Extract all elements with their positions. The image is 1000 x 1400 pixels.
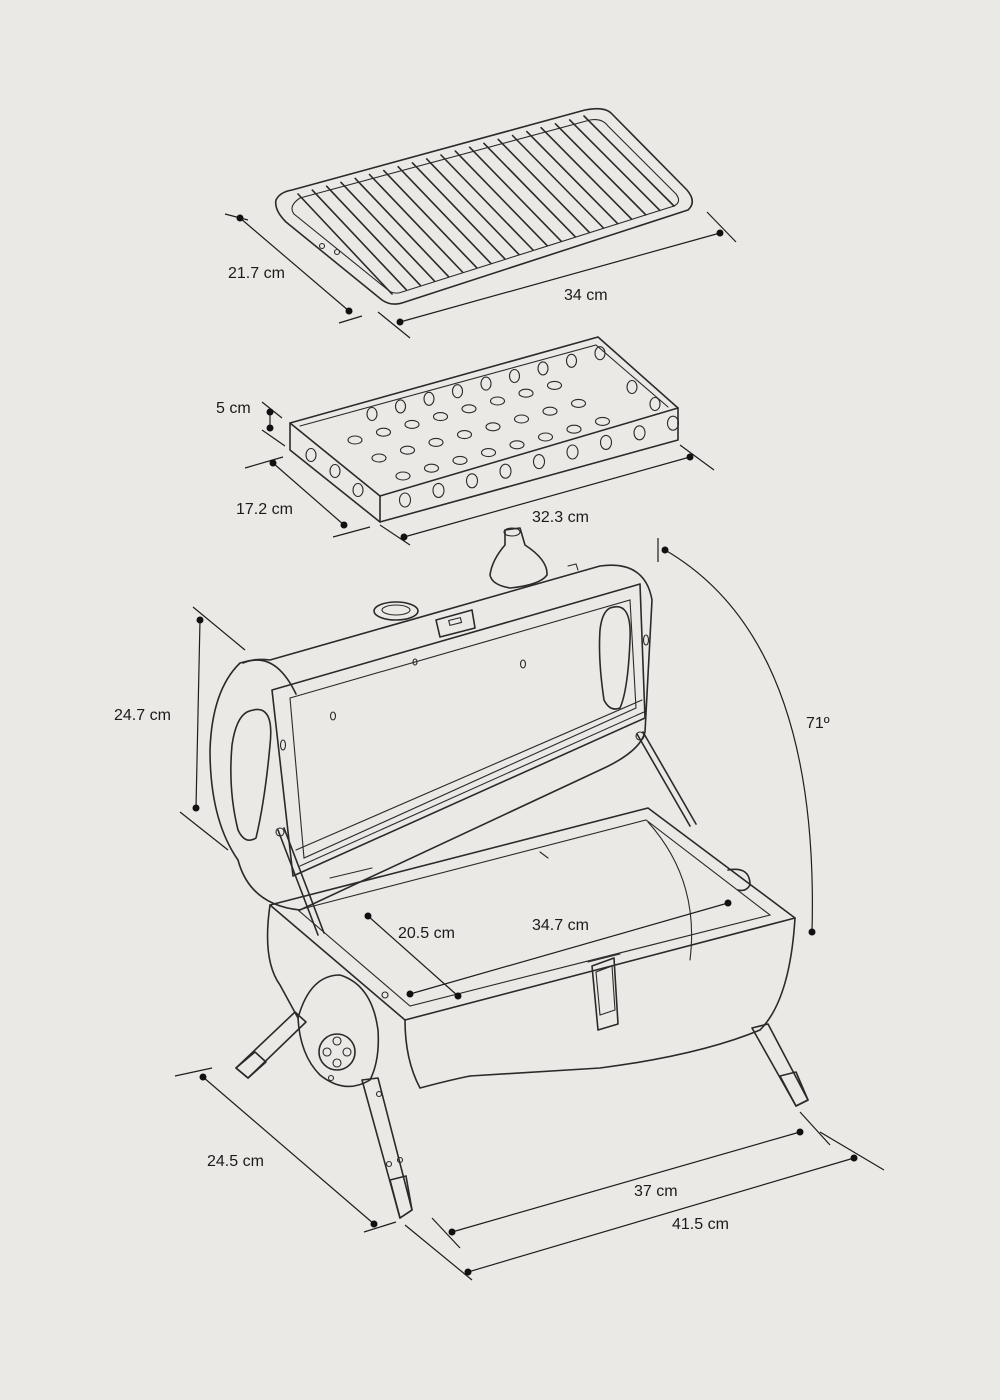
tray-hole [649,396,661,412]
tray-hole [423,463,440,473]
grate-bar [497,138,591,234]
tray-hole [375,427,392,437]
tray-hole [461,404,477,414]
tray-hole [626,379,638,395]
leg-depth-label: 24.5 cm [207,1153,264,1170]
tray-hole [508,368,521,384]
tray-hole [394,399,407,414]
tray-hole [633,425,646,441]
tray-hole [352,482,364,498]
tray-hole [480,376,492,391]
grate-bar [340,181,436,282]
barrel-grill-illustration [209,527,809,1219]
tray-hole [537,432,554,442]
tray-depth-label: 17.2 cm [236,501,293,518]
grate-bar [568,119,661,212]
grate-bar [411,162,506,260]
grate-bar [540,126,633,220]
tray-hole [395,471,411,481]
tray-hole [398,492,412,508]
tray-hole [594,416,611,426]
grate-depth-label: 21.7 cm [228,265,285,282]
grate-bar [483,142,577,238]
tray-hole [480,448,497,458]
grill-grate-illustration [274,107,694,305]
tray-hole [399,445,416,455]
lid-angle-label: 71º [806,715,830,732]
tray-hole [371,453,387,463]
grate-bar [354,177,450,278]
body-height-label: 24.7 cm [114,707,171,724]
grate-bar [440,154,534,251]
tray-height-label: 5 cm [216,400,251,417]
grill-legs [235,1011,809,1219]
tray-hole [305,447,317,463]
tray-hole [451,384,464,399]
tray-dimension-lines [244,401,715,546]
grate-bar [554,123,647,216]
tray-hole [489,396,506,406]
grate-bar [468,146,563,242]
tray-hole [366,406,378,422]
tray-hole [565,353,578,368]
grate-width-label: 34 cm [564,287,608,304]
grate-bar [425,158,520,256]
tray-hole [546,380,563,390]
tray-hole [404,419,420,429]
tray-hole [518,388,534,398]
tray-hole [485,422,501,432]
tray-hole [542,406,558,416]
tray-hole [566,424,582,434]
grate-bar [454,150,548,247]
tray-hole [456,430,473,440]
total-width-label: 41.5 cm [672,1216,729,1233]
barrel-dimension-lines [174,538,885,1281]
tray-hole [509,440,525,450]
grate-bar [368,173,464,273]
tray-hole [566,444,579,460]
tray-hole [428,437,444,447]
grate-bar [297,193,393,295]
tray-hole [423,391,435,406]
grate-bar [311,189,407,291]
grate-bar [325,185,422,287]
inner-width-label: 34.7 cm [532,917,589,934]
grate-bar [397,165,492,265]
grate-dimension-lines [224,211,737,339]
inner-depth-label: 20.5 cm [398,925,455,942]
body-width-label: 37 cm [634,1183,678,1200]
tray-hole [599,434,613,450]
tray-hole [666,415,680,431]
tray-width-label: 32.3 cm [532,509,589,526]
tray-hole [594,346,606,361]
tray-hole [513,414,530,424]
charcoal-tray-illustration [289,336,680,523]
grate-bar [583,115,675,207]
tray-hole [570,398,587,408]
grate-bar [511,134,605,229]
tray-hole [465,473,479,489]
tray-hole [347,435,363,445]
tray-hole [537,361,549,376]
grate-bar [525,130,619,225]
tray-hole [432,412,449,422]
tray-hole [432,482,445,498]
tray-hole [499,463,512,479]
tray-hole [452,455,468,465]
tray-hole [329,463,341,479]
grate-bar [382,169,478,269]
tray-hole [532,454,546,470]
